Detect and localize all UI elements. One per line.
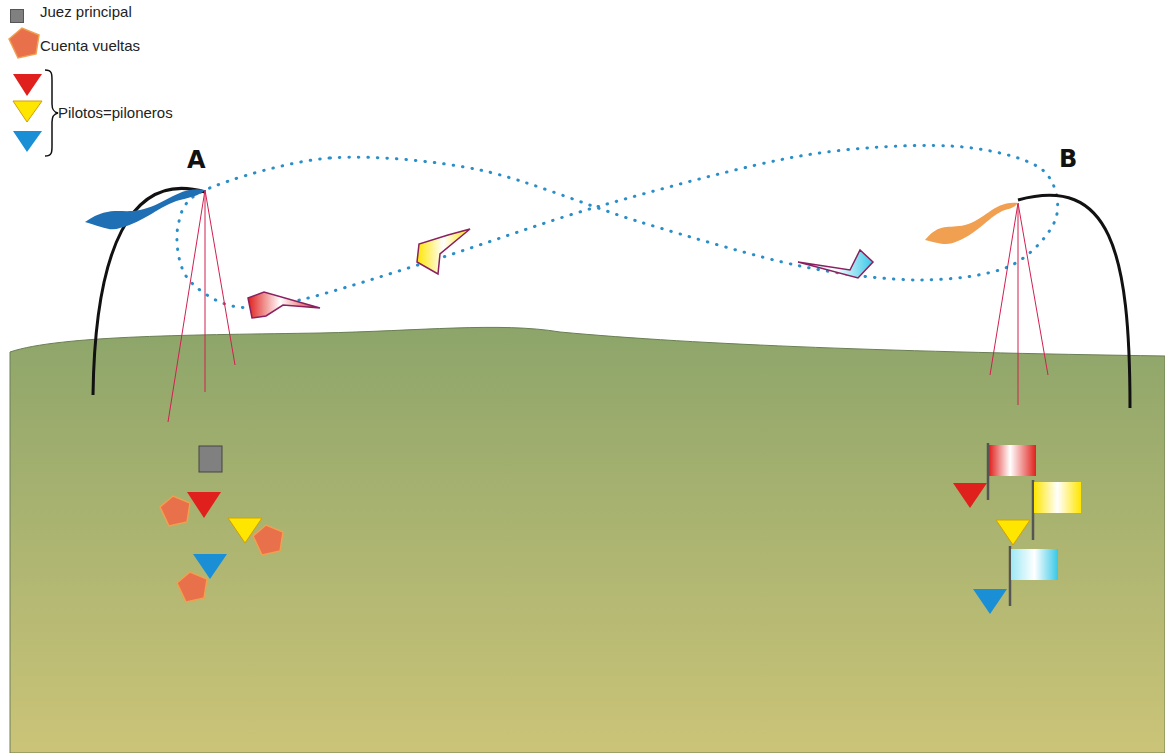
pilot-symbol: [187, 492, 221, 518]
guy-wire: [205, 190, 235, 365]
guy-wire: [1018, 203, 1019, 405]
pilot-symbol: [193, 554, 227, 579]
station-b: [953, 443, 1081, 614]
lap-counter-symbol: [9, 28, 39, 58]
legend-text: Cuenta vueltas: [40, 37, 140, 55]
pylon-arc: [1018, 195, 1130, 408]
planes: [248, 229, 873, 318]
pylon-label: A: [187, 146, 206, 174]
flag-pole: [1032, 480, 1035, 540]
pilot-symbol: [953, 483, 987, 508]
pilot-symbol: [13, 131, 42, 152]
flag-pole: [987, 443, 990, 500]
yellow-plane: [417, 229, 470, 274]
legend-text: Pilotos=piloneros: [58, 104, 173, 122]
guy-wire: [1018, 203, 1048, 375]
pilot-symbol: [228, 518, 262, 543]
flight-path: [177, 145, 1058, 307]
streamer: [925, 203, 1018, 244]
guy-wire: [168, 190, 205, 422]
pylon-label: B: [1059, 145, 1077, 173]
judge-symbol: [199, 446, 222, 472]
guy-wire: [990, 203, 1018, 375]
blue-plane: [798, 250, 873, 278]
pilot-symbol: [996, 520, 1030, 545]
red-plane: [248, 292, 320, 318]
pylon-b: [925, 195, 1130, 408]
brace: [45, 70, 58, 156]
legend-swatch: [10, 9, 24, 23]
flag-pole: [1009, 546, 1012, 606]
flag: [1011, 549, 1058, 580]
lap-counter-symbol: [177, 572, 207, 602]
pylon-a: [85, 188, 235, 422]
lap-counter-symbol: [253, 525, 283, 555]
flag: [989, 445, 1036, 476]
streamer: [85, 189, 205, 229]
flag: [1034, 482, 1081, 513]
station-a: [160, 446, 283, 602]
ground: [10, 327, 1165, 753]
guy-wire: [205, 190, 206, 392]
pilot-symbol: [13, 74, 42, 96]
pilot-symbol: [13, 101, 42, 122]
lap-counter-symbol: [160, 496, 190, 526]
legend-text: Juez principal: [40, 3, 132, 21]
pilot-symbol: [973, 589, 1007, 614]
